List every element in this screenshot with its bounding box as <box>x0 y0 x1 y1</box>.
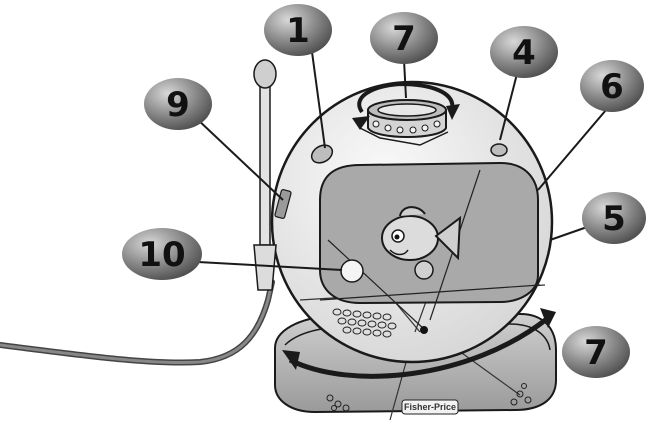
rotate-arrow-icon <box>352 81 460 130</box>
callout-9: 9 <box>144 78 212 130</box>
callout-1: 1 <box>264 4 332 56</box>
callout-4: 4 <box>490 26 558 78</box>
svg-text:10: 10 <box>138 235 185 275</box>
antenna-icon <box>253 59 292 291</box>
light-button[interactable] <box>340 259 364 283</box>
speaker-grille-icon <box>332 308 397 338</box>
callout-10: 10 <box>122 228 202 280</box>
callout-7-top: 7 <box>370 12 438 64</box>
fish-icon <box>381 206 462 280</box>
svg-text:7: 7 <box>392 19 416 59</box>
base-rotate-arrow-icon <box>282 308 556 379</box>
svg-text:6: 6 <box>600 67 624 107</box>
leader-lines <box>195 51 607 271</box>
volume-slider[interactable] <box>274 189 292 219</box>
svg-text:7: 7 <box>584 333 608 373</box>
svg-text:4: 4 <box>512 33 536 73</box>
callout-7-bottom: 7 <box>562 326 630 378</box>
callout-6: 6 <box>580 60 644 112</box>
button-4[interactable] <box>490 143 508 157</box>
fisher-price-logo: Fisher-Price <box>401 399 459 415</box>
button-1[interactable] <box>308 142 335 167</box>
svg-text:5: 5 <box>602 199 626 239</box>
top-lid[interactable] <box>359 99 449 146</box>
svg-text:9: 9 <box>166 85 190 125</box>
callout-5: 5 <box>582 192 646 244</box>
projection-window <box>319 161 541 331</box>
svg-text:1: 1 <box>286 11 310 51</box>
svg-text:Fisher-Price: Fisher-Price <box>404 402 456 412</box>
